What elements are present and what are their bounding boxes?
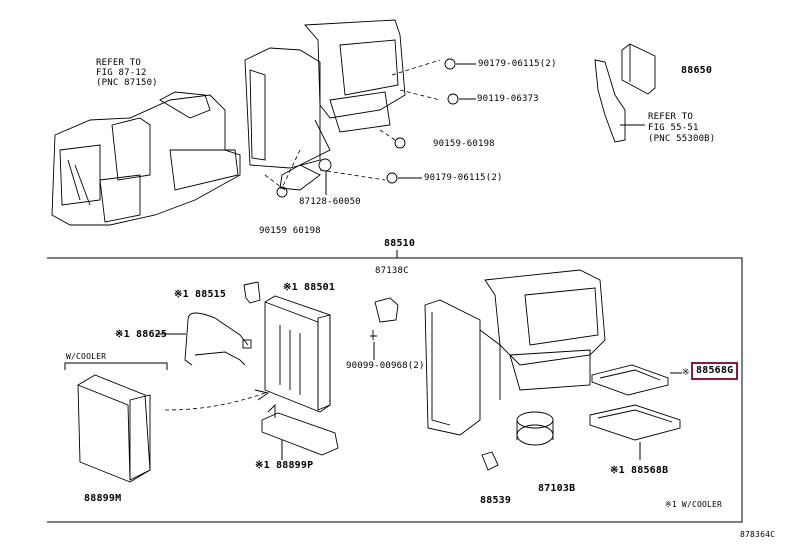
evaporator-88501-drawing	[264, 295, 331, 413]
cooler-group-label: W/COOLER	[66, 352, 107, 361]
part-label-87138c[interactable]: 87138C	[375, 266, 409, 276]
part-label-90159-60198-upper[interactable]: 90159-60198	[433, 139, 495, 149]
assembly-frame	[47, 257, 743, 523]
figure-id: 878364C	[740, 530, 776, 539]
filter-88568b-drawing	[589, 404, 681, 441]
refer-right-line2: FIG 55-51	[648, 123, 699, 133]
part-label-87103b[interactable]: 87103B	[538, 483, 576, 494]
part-label-88568g-highlighted[interactable]: 88568G	[691, 362, 739, 380]
part-label-88568g-prefix: ※	[682, 368, 690, 378]
blower-assembly-lower-drawing	[424, 269, 606, 471]
part-label-90179-06115-upper[interactable]: 90179-06115(2)	[478, 59, 557, 69]
part-label-88515[interactable]: ※1 88515	[174, 289, 227, 300]
part-label-88650[interactable]: 88650	[681, 65, 713, 76]
refer-left-line3: (PNC 87150)	[96, 78, 158, 88]
cooler-core-drawing	[77, 374, 151, 483]
refer-right-line1: REFER TO	[648, 112, 693, 122]
heater-unit-drawing	[51, 91, 241, 226]
fastener-icons-upper	[386, 58, 459, 184]
part-label-90179-06115-lower[interactable]: 90179-06115(2)	[424, 173, 503, 183]
part-label-88568b[interactable]: ※1 88568B	[610, 465, 669, 476]
sensor-88515-drawing	[243, 281, 261, 304]
filter-88568g-drawing	[591, 364, 669, 396]
drain-pan-88899p-drawing	[261, 403, 339, 456]
refer-left-line1: REFER TO	[96, 58, 141, 68]
part-label-88899p[interactable]: ※1 88899P	[255, 460, 314, 471]
part-label-90119-06373[interactable]: 90119-06373	[477, 94, 539, 104]
part-label-90159-60198-lower[interactable]: 90159 60198	[259, 226, 321, 236]
part-label-90099-00968[interactable]: 90099-00968(2)	[346, 361, 425, 371]
part-label-88510[interactable]: 88510	[384, 238, 416, 249]
part-label-88899m[interactable]: 88899M	[84, 493, 122, 504]
part-label-88539[interactable]: 88539	[480, 495, 512, 506]
part-label-88625[interactable]: ※1 88625	[115, 329, 168, 340]
part-label-87128-60050[interactable]: 87128-60050	[299, 197, 361, 207]
bracket-90099-drawing	[370, 297, 399, 340]
refer-left-line2: FIG 87-12	[96, 68, 147, 78]
blower-housing-upper-drawing	[244, 19, 441, 198]
refer-right-line3: (PNC 55300B)	[648, 134, 716, 144]
footnote-with-cooler: ※1 W/COOLER	[665, 500, 723, 509]
module-88650-drawing	[594, 43, 656, 143]
tube-88625-drawing	[184, 312, 252, 366]
part-label-88501[interactable]: ※1 88501	[283, 282, 336, 293]
